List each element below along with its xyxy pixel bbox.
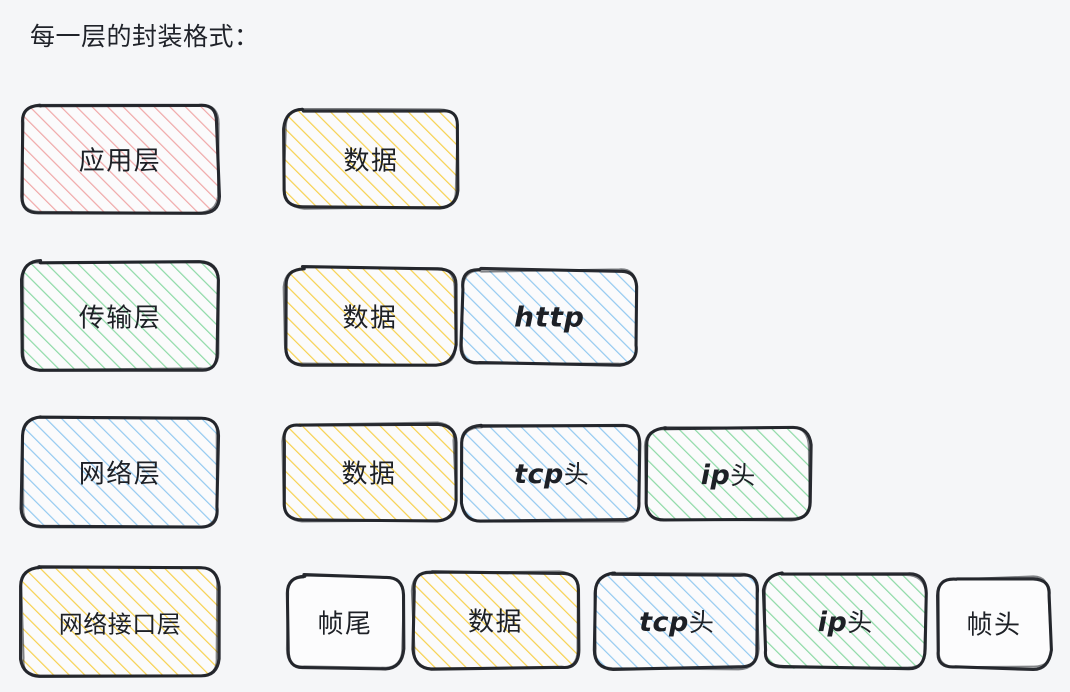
layer-box-2-传输层-fill bbox=[21, 261, 219, 370]
packet-box-r2-1-数据-outline bbox=[282, 266, 457, 367]
layer-box-2-传输层-outline bbox=[22, 260, 220, 371]
packet-box-r3-2-tcp头-fill bbox=[462, 426, 640, 521]
packet-box-r3-2-tcp头-outline bbox=[460, 423, 640, 523]
packet-box-r4-3-tcp头: tcp头 bbox=[595, 574, 758, 668]
packet-box-r4-1-帧尾 bbox=[285, 572, 406, 671]
layer-box-4-网络接口层 bbox=[18, 565, 221, 679]
packet-box-r2-2-http-fill bbox=[461, 270, 638, 364]
packet-box-r4-4-ip头-outline bbox=[763, 571, 928, 669]
layer-box-4-网络接口层-fill bbox=[22, 567, 219, 676]
packet-box-r4-1-帧尾-outline bbox=[285, 574, 405, 669]
layer-box-4-网络接口层: 网络接口层 bbox=[22, 568, 218, 676]
packet-box-r4-3-tcp头-label-cjk: 头 bbox=[688, 609, 714, 637]
packet-box-r4-4-ip头: ip头 bbox=[765, 574, 925, 668]
packet-box-r1-1-数据-label: 数据 bbox=[343, 145, 399, 176]
packet-box-r4-3-tcp头-outline bbox=[593, 571, 760, 671]
packet-box-r3-1-数据-label: 数据 bbox=[341, 458, 397, 489]
packet-box-r4-5-帧头 bbox=[936, 575, 1053, 672]
packet-box-r3-2-tcp头-label: tcp头 bbox=[463, 455, 640, 491]
packet-box-r3-1-数据 bbox=[281, 421, 458, 523]
packet-box-r4-3-tcp头 bbox=[592, 571, 760, 671]
packet-box-r3-1-数据-outline bbox=[281, 421, 458, 523]
packet-box-r3-2-tcp头-label-latin: tcp bbox=[514, 459, 564, 490]
packet-box-r3-3-ip头-label-cjk: 头 bbox=[730, 462, 756, 490]
packet-box-r4-5-帧头-outline bbox=[937, 575, 1053, 669]
packet-box-r4-4-ip头-label-cjk: 头 bbox=[847, 609, 873, 637]
layer-box-1-应用层-label: 应用层 bbox=[78, 145, 162, 176]
packet-box-r2-2-http bbox=[459, 266, 639, 367]
packet-box-r4-2-数据-fill bbox=[412, 571, 578, 669]
packet-box-r3-3-ip头 bbox=[643, 425, 813, 522]
packet-box-r4-2-数据-label: 数据 bbox=[467, 606, 523, 637]
layer-box-3-网络层-label: 网络层 bbox=[78, 458, 162, 489]
layer-box-3-网络层-outline bbox=[21, 415, 219, 529]
packet-box-r2-2-http-label: http bbox=[514, 300, 585, 334]
packet-box-r3-2-tcp头 bbox=[459, 423, 642, 523]
packet-box-r4-4-ip头-label-latin: ip bbox=[817, 607, 848, 638]
layer-box-3-网络层: 网络层 bbox=[22, 418, 218, 526]
layer-box-1-应用层-outline bbox=[20, 103, 220, 214]
layer-box-1-应用层: 应用层 bbox=[22, 105, 218, 213]
layer-box-3-网络层-fill bbox=[21, 417, 218, 527]
packet-box-r3-3-ip头: ip头 bbox=[646, 428, 810, 520]
layer-box-2-传输层-label: 传输层 bbox=[78, 302, 162, 333]
packet-box-r3-3-ip头-label: ip头 bbox=[646, 456, 810, 492]
packet-box-r4-5-帧头: 帧头 bbox=[938, 578, 1050, 668]
packet-box-r4-1-帧尾: 帧尾 bbox=[287, 576, 403, 668]
layer-box-1-应用层 bbox=[20, 103, 222, 215]
packet-box-r4-1-帧尾-label: 帧尾 bbox=[317, 608, 373, 639]
packet-box-r4-3-tcp头-label: tcp头 bbox=[595, 603, 758, 639]
packet-box-r4-3-tcp头-label-latin: tcp bbox=[639, 607, 689, 638]
packet-box-r2-1-数据-fill bbox=[284, 267, 456, 365]
packet-box-r3-1-数据: 数据 bbox=[283, 424, 455, 520]
packet-box-r4-1-帧尾-fill bbox=[286, 575, 404, 669]
packet-box-r1-1-数据: 数据 bbox=[285, 110, 457, 208]
packet-box-r3-2-tcp头: tcp头 bbox=[463, 426, 640, 520]
packet-box-r4-5-帧头-fill bbox=[937, 577, 1051, 668]
packet-box-r4-2-数据: 数据 bbox=[413, 572, 578, 668]
packet-box-r1-1-数据-outline bbox=[282, 107, 459, 210]
packet-box-r3-2-tcp头-label-cjk: 头 bbox=[563, 461, 589, 489]
layer-box-1-应用层-fill bbox=[21, 105, 219, 213]
packet-box-r2-2-http: http bbox=[462, 270, 637, 364]
packet-box-r3-3-ip头-label-latin: ip bbox=[700, 460, 731, 491]
layer-box-3-网络层 bbox=[19, 415, 221, 529]
packet-box-r2-2-http-outline bbox=[460, 268, 638, 365]
packet-box-r4-2-数据 bbox=[410, 570, 581, 671]
page-title: 每一层的封装格式： bbox=[30, 23, 260, 51]
packet-box-r3-1-数据-fill bbox=[282, 423, 456, 521]
packet-box-r4-2-数据-outline bbox=[410, 570, 579, 670]
packet-box-r3-3-ip头-fill bbox=[645, 427, 810, 521]
packet-box-r4-5-帧头-label: 帧头 bbox=[966, 609, 1022, 640]
packet-box-r2-1-数据-label: 数据 bbox=[342, 302, 398, 333]
packet-box-r4-4-ip头 bbox=[761, 571, 928, 671]
packet-box-r4-3-tcp头-fill bbox=[594, 574, 759, 669]
packet-box-r4-4-ip头-label: ip头 bbox=[765, 603, 925, 639]
packet-box-r1-1-数据-fill bbox=[285, 109, 458, 209]
layer-box-4-网络接口层-outline bbox=[20, 566, 219, 679]
packet-box-r3-3-ip头-outline bbox=[643, 426, 811, 522]
packet-box-r4-4-ip头-fill bbox=[764, 574, 926, 669]
layer-box-2-传输层 bbox=[19, 259, 220, 372]
packet-box-r1-1-数据 bbox=[282, 107, 460, 210]
layer-box-4-网络接口层-label: 网络接口层 bbox=[58, 611, 182, 639]
layer-box-2-传输层: 传输层 bbox=[22, 262, 218, 370]
packet-box-r2-1-数据: 数据 bbox=[285, 268, 455, 364]
packet-box-r2-1-数据 bbox=[282, 264, 458, 367]
